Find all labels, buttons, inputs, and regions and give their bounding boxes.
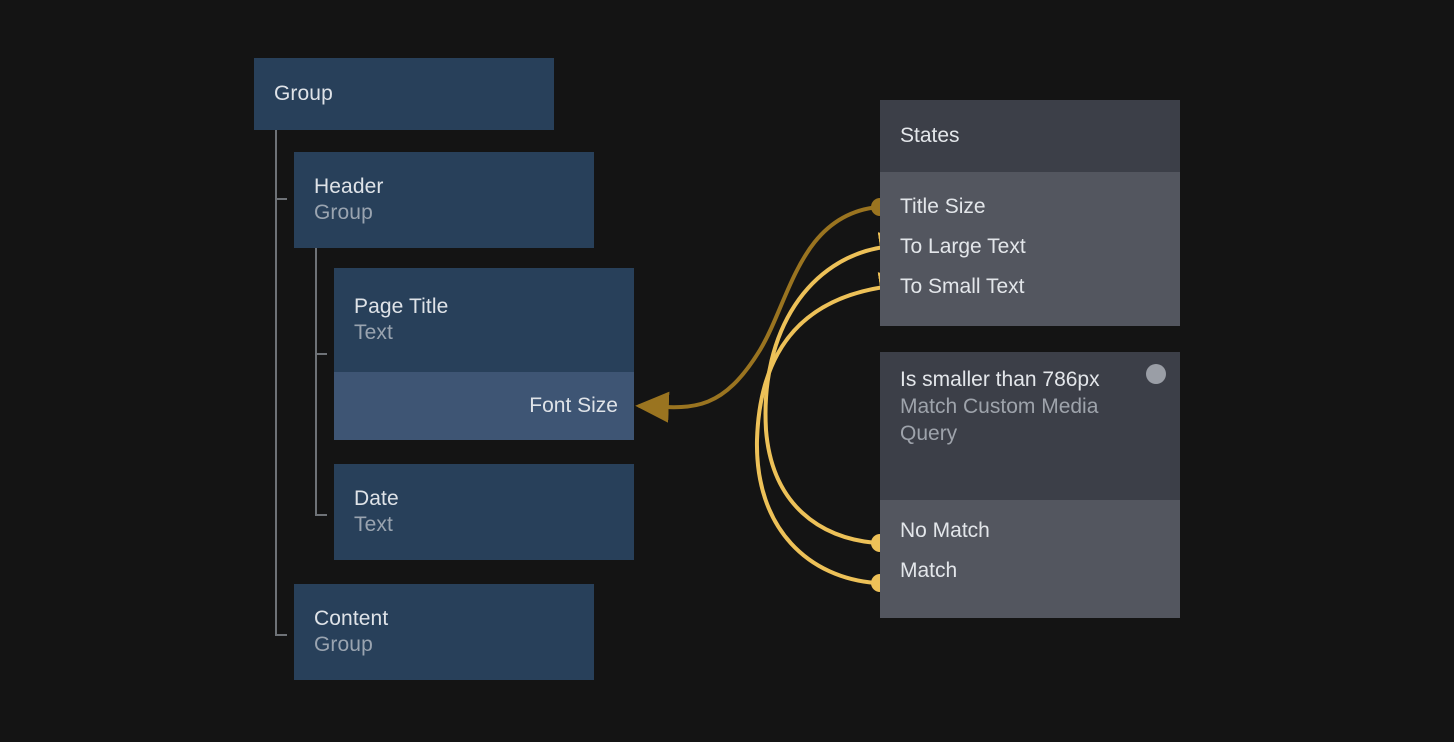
layer-node-content[interactable]: Content Group <box>294 584 594 680</box>
port-row-to-large-text[interactable]: To Large Text <box>900 234 1026 260</box>
layer-node-header-subtitle: Group <box>314 201 373 224</box>
tree-line-to-page-title <box>315 353 327 355</box>
port-row-to-small-text[interactable]: To Small Text <box>900 274 1025 300</box>
states-panel-body: Title Size To Large Text To Small Text <box>880 172 1180 326</box>
link-match-to-small-text <box>754 272 914 585</box>
layer-node-group-body: Group <box>274 81 333 107</box>
layer-node-header-title: Header <box>314 175 384 198</box>
layer-node-page-title-subtitle: Text <box>354 321 393 344</box>
layer-node-header[interactable]: Header Group <box>294 152 594 248</box>
layer-node-date[interactable]: Date Text <box>334 464 634 560</box>
port-row-to-large-text-label: To Large Text <box>900 235 1026 258</box>
tree-line-header-vertical <box>315 248 317 516</box>
layer-node-page-title-title: Page Title <box>354 295 449 318</box>
media-query-panel[interactable]: Is smaller than 786px Match Custom Media… <box>880 352 1180 618</box>
states-panel-header[interactable]: States <box>880 100 1180 172</box>
layer-node-content-title: Content <box>314 607 389 630</box>
media-query-panel-text: Is smaller than 786px Match Custom Media… <box>900 366 1100 447</box>
port-row-title-size[interactable]: Title Size <box>900 194 986 220</box>
layer-node-page-title[interactable]: Page Title Text <box>334 268 634 372</box>
port-row-to-small-text-label: To Small Text <box>900 275 1025 298</box>
status-dot-icon <box>1146 364 1166 384</box>
port-row-match-label: Match <box>900 559 958 582</box>
layer-node-group-title: Group <box>274 82 333 105</box>
port-row-no-match-label: No Match <box>900 519 990 542</box>
media-query-panel-header[interactable]: Is smaller than 786px Match Custom Media… <box>880 352 1180 500</box>
link-no-match-to-large-text <box>763 232 914 545</box>
media-query-panel-subtitle: Match Custom Media Query <box>900 395 1099 445</box>
layer-node-page-title-body: Page Title Text <box>354 294 448 346</box>
layer-node-group[interactable]: Group <box>254 58 554 130</box>
tree-line-to-date <box>315 514 327 516</box>
layer-node-date-body: Date Text <box>354 486 399 538</box>
states-panel-title: States <box>900 124 960 147</box>
tree-line-root-vertical <box>275 130 277 636</box>
layer-node-content-body: Content Group <box>314 606 388 658</box>
port-row-no-match[interactable]: No Match <box>900 518 990 544</box>
link-title-size-to-font-size <box>635 205 880 423</box>
layer-node-header-body: Header Group <box>314 174 383 226</box>
port-row-title-size-label: Title Size <box>900 195 986 218</box>
layer-node-date-subtitle: Text <box>354 513 393 536</box>
media-query-panel-body: No Match Match <box>880 500 1180 618</box>
property-row-font-size[interactable]: Font Size <box>334 372 634 440</box>
property-row-font-size-label: Font Size <box>529 394 618 417</box>
tree-line-to-content <box>275 634 287 636</box>
tree-line-to-header <box>275 198 287 200</box>
port-row-match[interactable]: Match <box>900 558 957 584</box>
states-panel[interactable]: States Title Size To Large Text To Small… <box>880 100 1180 326</box>
media-query-panel-title: Is smaller than 786px <box>900 368 1100 391</box>
layer-node-date-title: Date <box>354 487 399 510</box>
layer-node-content-subtitle: Group <box>314 633 373 656</box>
